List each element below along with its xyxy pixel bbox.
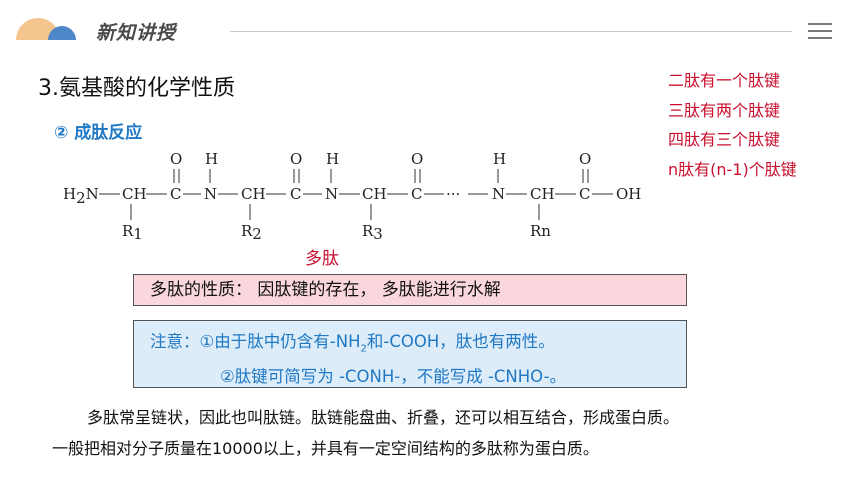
protein-paragraph: 多肽常呈链状，因此也叫肽链。肽链能盘曲、折叠，还可以相互结合，形成蛋白质。 一般… xyxy=(52,402,842,464)
note-tripeptide: 三肽有两个肽键 xyxy=(668,100,781,120)
cloud-shape xyxy=(48,26,76,40)
formula-n-2: N xyxy=(325,185,338,203)
formula-c-2: C xyxy=(290,185,301,203)
paragraph-line-1: 多肽常呈链状，因此也叫肽链。肽链能盘曲、折叠，还可以相互结合，形成蛋白质。 xyxy=(87,408,680,427)
formula-c-4: C xyxy=(579,185,590,203)
formula-ellipsis: ··· xyxy=(446,185,460,203)
note-line-1: 注意：①由于肽中仍含有-NH2和-COOH，肽也有两性。 xyxy=(150,332,555,355)
note-n-peptide: n肽有(n-1)个肽键 xyxy=(668,159,797,179)
header-divider xyxy=(230,31,792,32)
formula-rn: Rn xyxy=(530,222,551,240)
formula-o-2: O xyxy=(290,150,302,168)
formula-o-3: O xyxy=(411,150,423,168)
formula-ch-1: CH xyxy=(122,185,147,203)
menu-icon[interactable] xyxy=(808,23,832,39)
formula-n-3: N xyxy=(492,185,505,203)
paragraph-line-2: 一般把相对分子质量在10000以上，并具有一定空间结构的多肽称为蛋白质。 xyxy=(52,439,599,458)
subtitle: ② 成肽反应 xyxy=(54,123,143,143)
formula-ch-4: CH xyxy=(530,185,555,203)
note-line-2: ②肽键可简写为 -CONH-，不能写成 -CNHO-。 xyxy=(220,367,567,387)
sun-shape xyxy=(16,18,60,40)
formula-n-1: N xyxy=(204,185,217,203)
sun-cloud-logo-icon xyxy=(16,18,76,40)
note-box: 注意：①由于肽中仍含有-NH2和-COOH，肽也有两性。 ②肽键可简写为 -CO… xyxy=(133,320,687,388)
peptide-bond-notes: 二肽有一个肽键 三肽有两个肽键 四肽有三个肽键 n肽有(n-1)个肽键 xyxy=(668,66,797,184)
formula-o-1: O xyxy=(170,150,182,168)
formula-h2n: H2N xyxy=(63,185,99,207)
menu-line xyxy=(808,30,832,32)
menu-line xyxy=(808,37,832,39)
polypeptide-label: 多肽 xyxy=(305,249,339,269)
polypeptide-property-box: 多肽的性质： 因肽键的存在， 多肽能进行水解 xyxy=(133,274,687,306)
formula-c-1: C xyxy=(170,185,181,203)
formula-h-3: H xyxy=(493,150,506,168)
header-title: 新知讲授 xyxy=(96,22,177,44)
note-tetrapeptide: 四肽有三个肽键 xyxy=(668,130,781,149)
formula-ch-2: CH xyxy=(241,185,266,203)
menu-line xyxy=(808,23,832,25)
formula-ch-3: CH xyxy=(362,185,387,203)
formula-r3: R3 xyxy=(362,222,383,242)
formula-h-1: H xyxy=(205,150,218,168)
formula-r2: R2 xyxy=(241,222,262,242)
formula-h-2: H xyxy=(326,150,339,168)
formula-oh: OH xyxy=(616,185,641,203)
formula-r1: R1 xyxy=(122,222,143,242)
section-title: 3.氨基酸的化学性质 xyxy=(38,76,235,101)
note-dipeptide: 二肽有一个肽键 xyxy=(668,71,781,90)
formula-c-3: C xyxy=(411,185,422,203)
formula-o-4: O xyxy=(579,150,591,168)
polypeptide-structural-formula: H2N CH C N CH C N CH C ··· N CH C OH O O… xyxy=(63,150,641,242)
